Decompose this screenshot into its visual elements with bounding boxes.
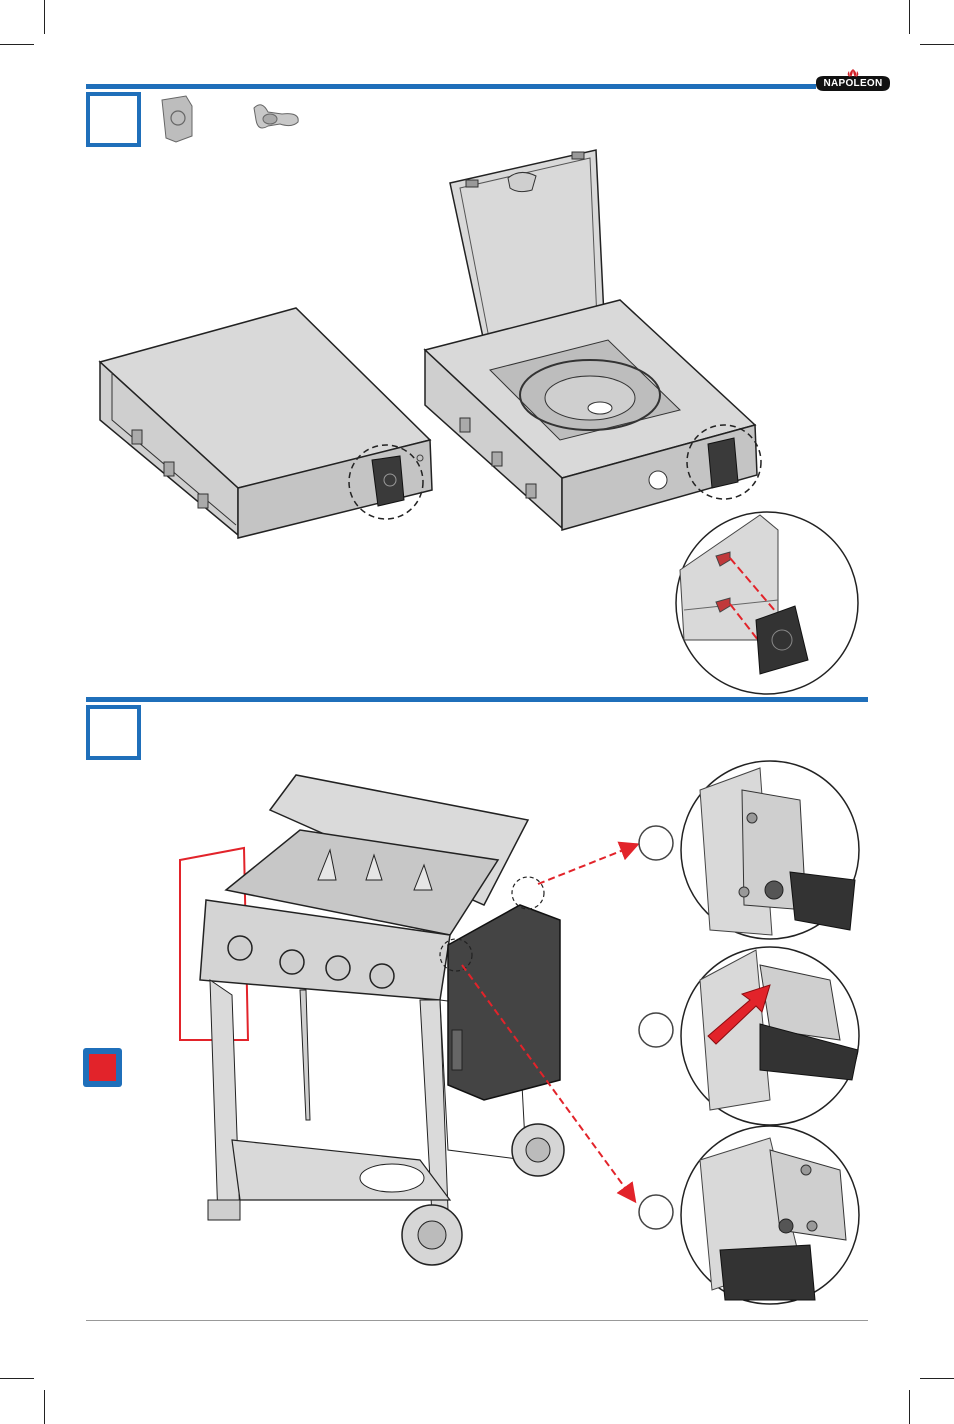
grill-detail-circle-upper	[511, 876, 545, 910]
step-2-box	[86, 705, 141, 760]
hinge-detail-c	[680, 1125, 860, 1305]
hinge-detail-a	[680, 760, 860, 940]
crop-mark	[44, 0, 45, 34]
step-2-bar	[86, 697, 868, 702]
substep-circle-b	[638, 1012, 674, 1048]
brand-name: NAPOLEON	[823, 78, 883, 89]
brand-logo: NAPOLEON	[812, 68, 894, 98]
crop-mark	[909, 1390, 910, 1424]
side-burner-open-drawing	[423, 149, 758, 531]
step-1-box	[86, 92, 141, 147]
detail-circle-closed	[348, 444, 424, 520]
substep-circle-c	[638, 1194, 674, 1230]
grill-detail-circle-lower	[439, 938, 473, 972]
crop-mark	[0, 1378, 34, 1379]
footer-rule	[86, 1320, 868, 1321]
logo-badge-icon	[816, 69, 890, 91]
crop-mark	[920, 44, 954, 45]
crop-mark	[44, 1390, 45, 1424]
side-shelf-closed-drawing	[98, 307, 433, 539]
crop-mark	[909, 0, 910, 34]
crop-mark	[0, 44, 34, 45]
wing-nut-icon	[253, 104, 299, 129]
substep-circle-a	[638, 825, 674, 861]
bracket-detail-inset	[675, 511, 859, 695]
arrow-to-step-a	[537, 841, 640, 885]
grill-drawing	[179, 774, 565, 1266]
step-1-bar	[86, 84, 816, 89]
crop-mark	[920, 1378, 954, 1379]
red-note-marker	[83, 1048, 122, 1087]
hinge-detail-b	[680, 946, 860, 1126]
detail-circle-open	[686, 424, 762, 500]
arrow-to-step-c	[461, 964, 637, 1204]
handle-bracket-icon	[161, 95, 193, 143]
